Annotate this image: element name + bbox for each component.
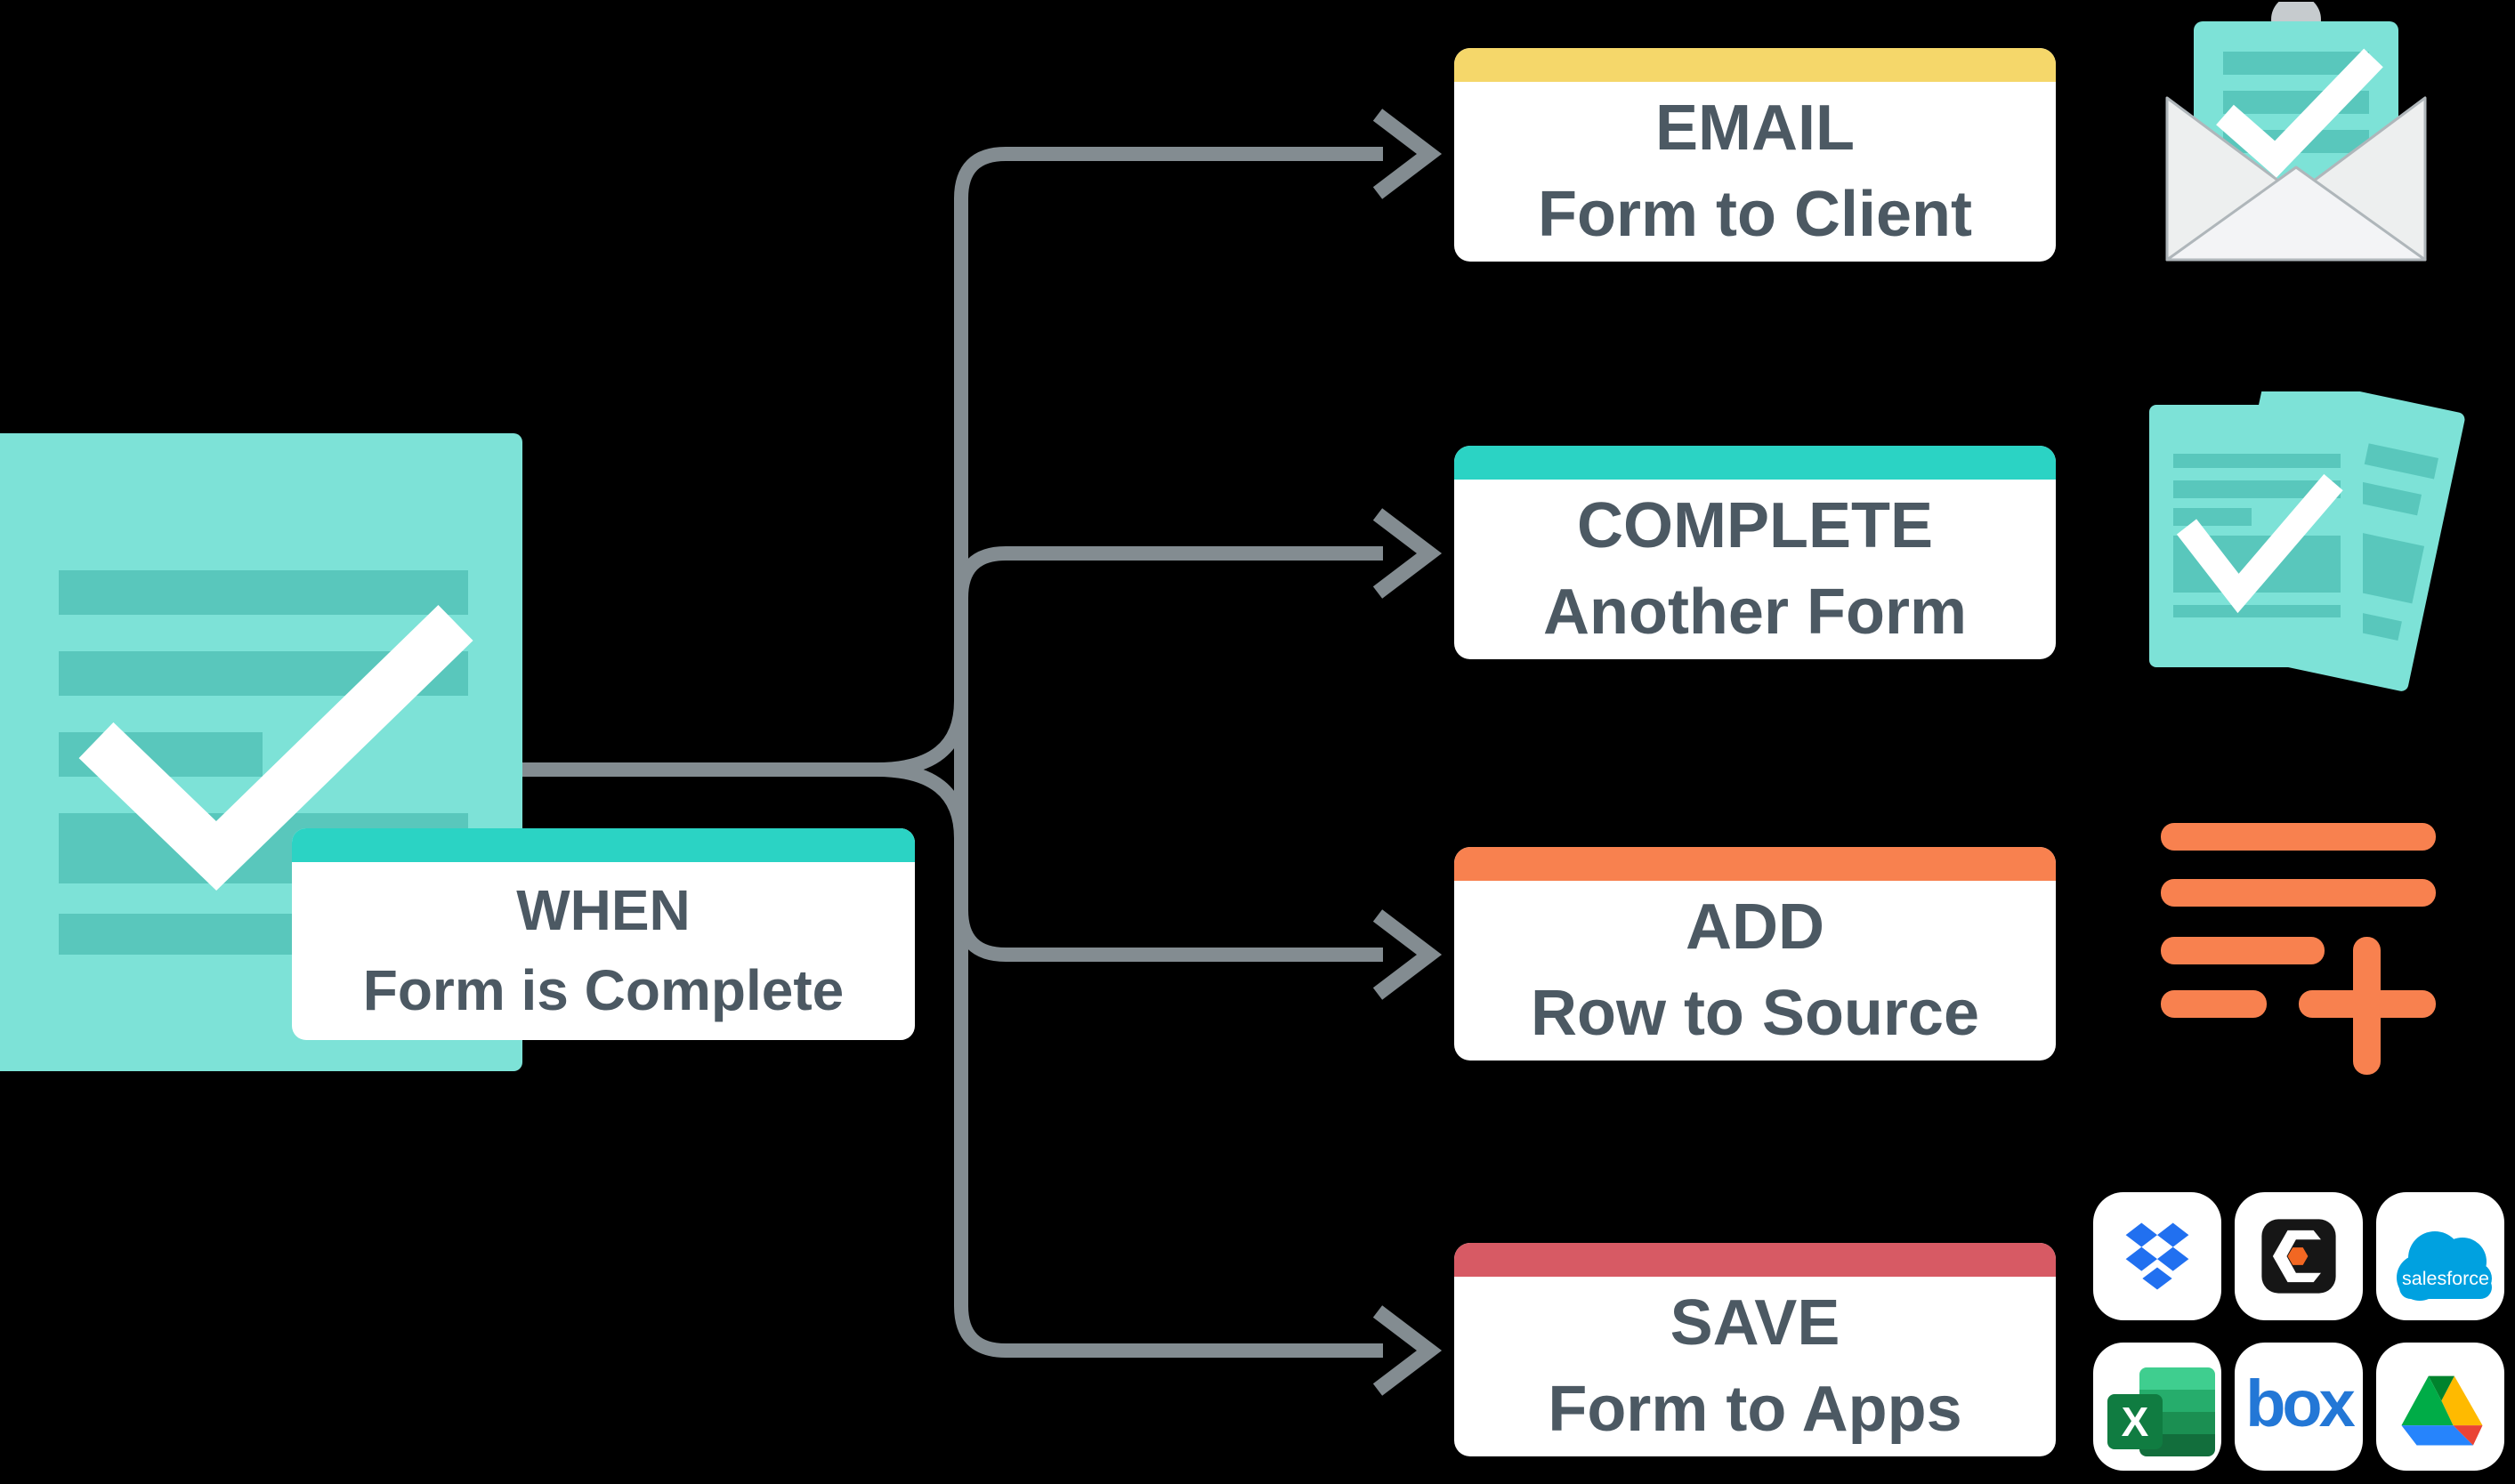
arrowhead-email	[1372, 109, 1443, 199]
connector-branch-add	[954, 909, 1383, 962]
action-node-header	[1454, 1243, 2056, 1277]
arrowhead-complete	[1372, 508, 1443, 599]
front-form-sheet	[2149, 405, 2363, 667]
form-text-line	[59, 570, 468, 615]
action-subtitle: Another Form	[1543, 577, 1967, 648]
action-node-save: SAVE Form to Apps	[1454, 1243, 2056, 1456]
action-subtitle: Form to Client	[1538, 179, 1972, 250]
trigger-node-header	[292, 828, 915, 862]
excel-front-panel	[2107, 1394, 2163, 1449]
dropbox-icon	[2125, 1222, 2189, 1290]
letter-with-checkmark	[2194, 21, 2398, 198]
app-tile-box: box	[2235, 1343, 2363, 1471]
action-node-header	[1454, 446, 2056, 480]
connector-paths	[498, 147, 1383, 1358]
action-node-text: COMPLETE Another Form	[1454, 480, 2056, 659]
action-node-complete: COMPLETE Another Form	[1454, 446, 2056, 659]
excel-icon: X	[2107, 1367, 2215, 1456]
action-node-email: EMAIL Form to Client	[1454, 48, 2056, 262]
action-node-header	[1454, 847, 2056, 881]
open-envelope-check-icon	[2165, 2, 2427, 262]
box-wordmark: box	[2245, 1366, 2356, 1440]
trigger-node-when-form-complete: WHEN Form is Complete	[292, 828, 915, 1040]
google-drive-icon	[2401, 1375, 2483, 1446]
caspio-icon	[2261, 1219, 2336, 1294]
app-tile-google-drive	[2376, 1343, 2504, 1471]
app-tile-salesforce: salesforce	[2376, 1192, 2504, 1320]
action-node-text: ADD Row to Source	[1454, 881, 2056, 1061]
action-title: ADD	[1686, 891, 1824, 963]
action-node-header	[1454, 48, 2056, 82]
add-row-icon	[2161, 823, 2436, 1075]
arrowhead-add	[1372, 909, 1443, 1000]
salesforce-wordmark: salesforce	[2402, 1269, 2489, 1289]
app-tile-dropbox	[2093, 1192, 2221, 1320]
row-bars	[2161, 823, 2436, 1075]
stacked-forms-check-icon	[2149, 391, 2465, 691]
action-title: COMPLETE	[1576, 489, 1933, 561]
action-subtitle: Form to Apps	[1548, 1374, 1962, 1445]
trigger-title: WHEN	[516, 878, 691, 943]
connector-branch-complete	[954, 546, 1383, 599]
trigger-node-text: WHEN Form is Complete	[292, 862, 915, 1040]
letter-checkmark	[2216, 48, 2383, 178]
action-title: SAVE	[1670, 1286, 1840, 1359]
connector-stem-fork-up	[876, 700, 968, 777]
salesforce-icon: salesforce	[2397, 1231, 2492, 1301]
arrowheads	[1372, 109, 1443, 1396]
connector-stem-fork-down	[876, 762, 968, 839]
app-logo-grid: salesforce X box	[2093, 1192, 2504, 1471]
action-title: EMAIL	[1655, 92, 1855, 164]
plus-vertical	[2353, 937, 2381, 1075]
trigger-subtitle: Form is Complete	[362, 958, 845, 1022]
action-node-text: EMAIL Form to Client	[1454, 82, 2056, 262]
form-checkmark	[2176, 473, 2343, 614]
action-subtitle: Row to Source	[1530, 978, 1980, 1049]
envelope-bottom-flap	[2165, 165, 2427, 262]
app-tile-caspio	[2235, 1192, 2363, 1320]
action-node-text: SAVE Form to Apps	[1454, 1277, 2056, 1456]
excel-x-letter: X	[2122, 1399, 2149, 1445]
app-tile-excel: X	[2093, 1343, 2221, 1471]
connector-trunk	[954, 147, 1383, 1358]
arrowhead-save	[1372, 1305, 1443, 1396]
action-node-add: ADD Row to Source	[1454, 847, 2056, 1061]
form-checkmark-icon	[78, 604, 473, 891]
